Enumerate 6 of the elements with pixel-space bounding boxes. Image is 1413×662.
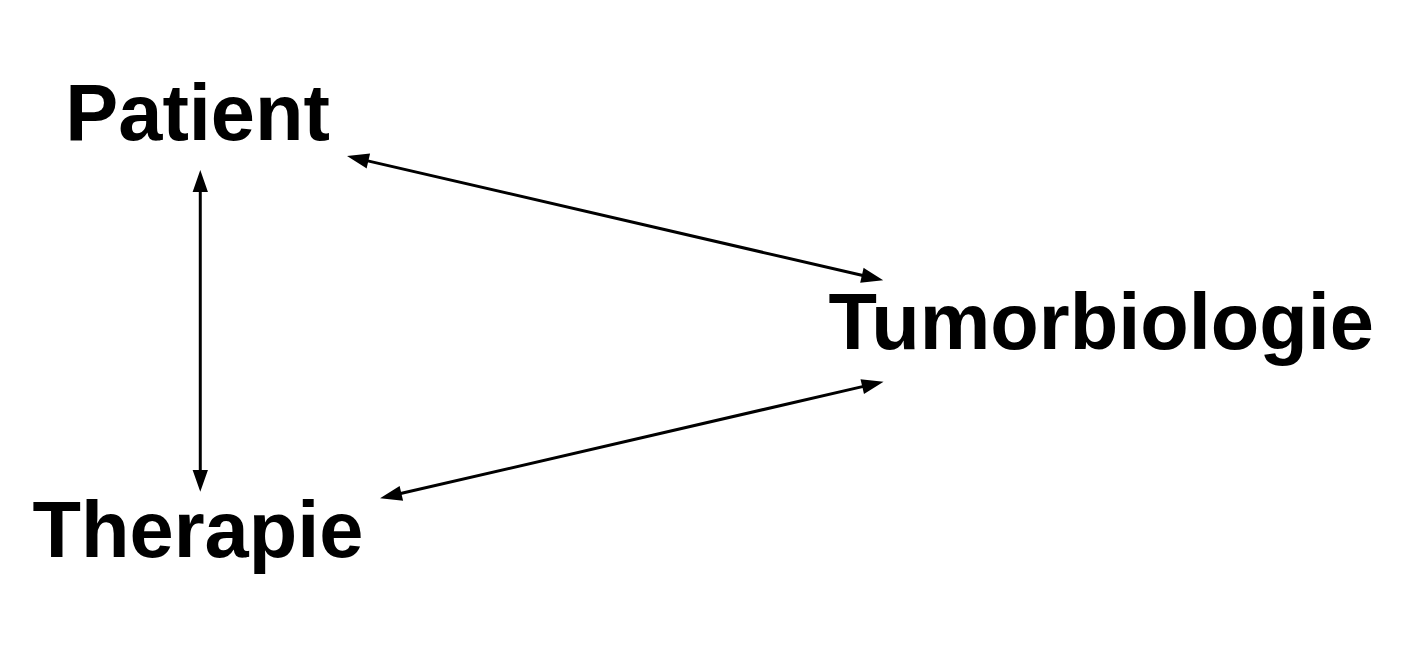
arrow bbox=[380, 379, 884, 501]
node-text: Patient bbox=[65, 68, 330, 158]
arrow bbox=[347, 153, 884, 283]
node-text: Tumorbiologie bbox=[828, 276, 1374, 366]
node-text: Therapie bbox=[32, 485, 364, 575]
arrow bbox=[192, 170, 208, 492]
